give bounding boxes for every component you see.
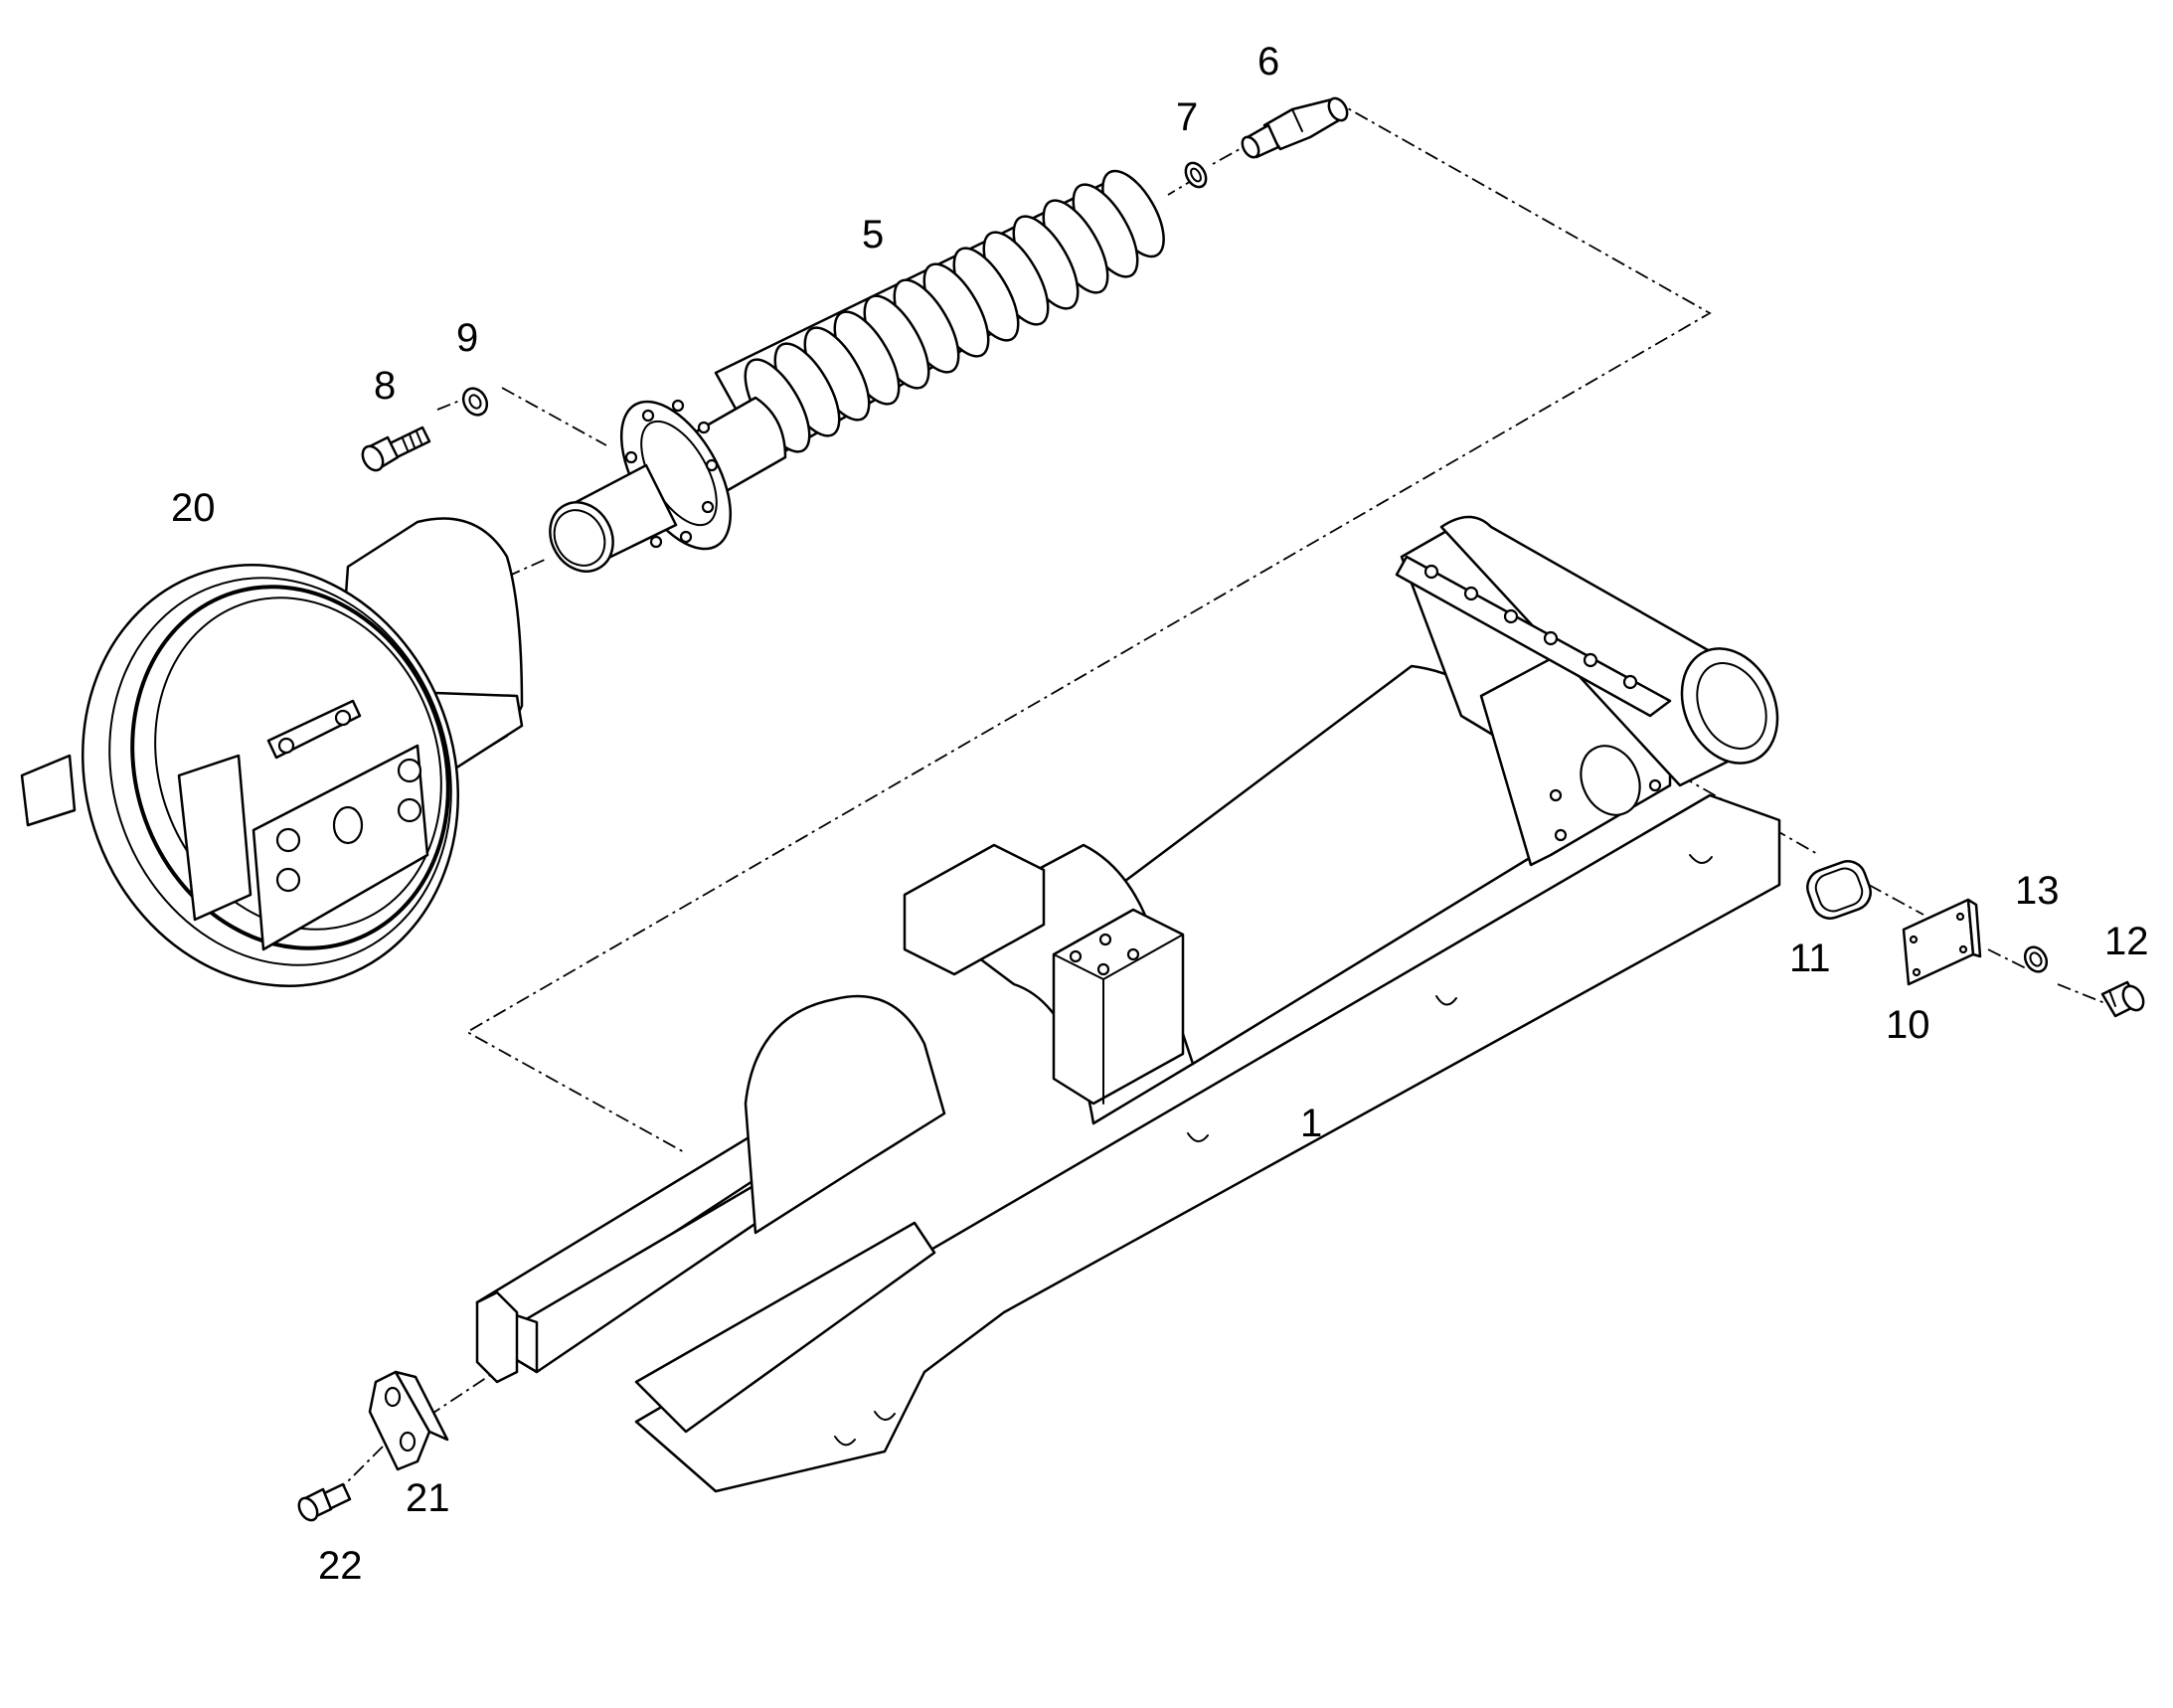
recoil-spring-part-5	[549, 169, 1165, 573]
bolt-part-12	[2100, 980, 2145, 1018]
grease-fitting-part-6	[1241, 96, 1349, 159]
callout-6: 6	[1257, 40, 1280, 84]
callout-7: 7	[1176, 95, 1199, 139]
callout-10: 10	[1886, 1003, 1930, 1047]
idler-assembly-part-20	[20, 517, 524, 987]
bolt-part-22	[297, 1482, 352, 1522]
bolt-part-8	[361, 426, 431, 472]
callout-1: 1	[1300, 1102, 1323, 1145]
callout-21: 21	[406, 1476, 450, 1520]
track-frame-part-1	[475, 515, 1781, 1493]
lock-washer-part-13	[2023, 945, 2049, 973]
callout-8: 8	[374, 364, 397, 408]
callout-13: 13	[2015, 869, 2060, 913]
callout-5: 5	[862, 213, 885, 256]
cover-plate-part-10	[1902, 898, 1982, 986]
callout-9: 9	[456, 316, 479, 360]
wear-block-part-21	[368, 1370, 449, 1471]
callout-20: 20	[171, 486, 216, 530]
o-ring-part-11	[1806, 860, 1872, 920]
callout-22: 22	[318, 1544, 363, 1588]
washer-part-9	[461, 387, 489, 417]
callout-11: 11	[1789, 937, 1831, 980]
callout-12: 12	[2104, 920, 2149, 963]
seal-ring-part-7	[1184, 161, 1208, 189]
assembly-lines	[342, 98, 2108, 1487]
